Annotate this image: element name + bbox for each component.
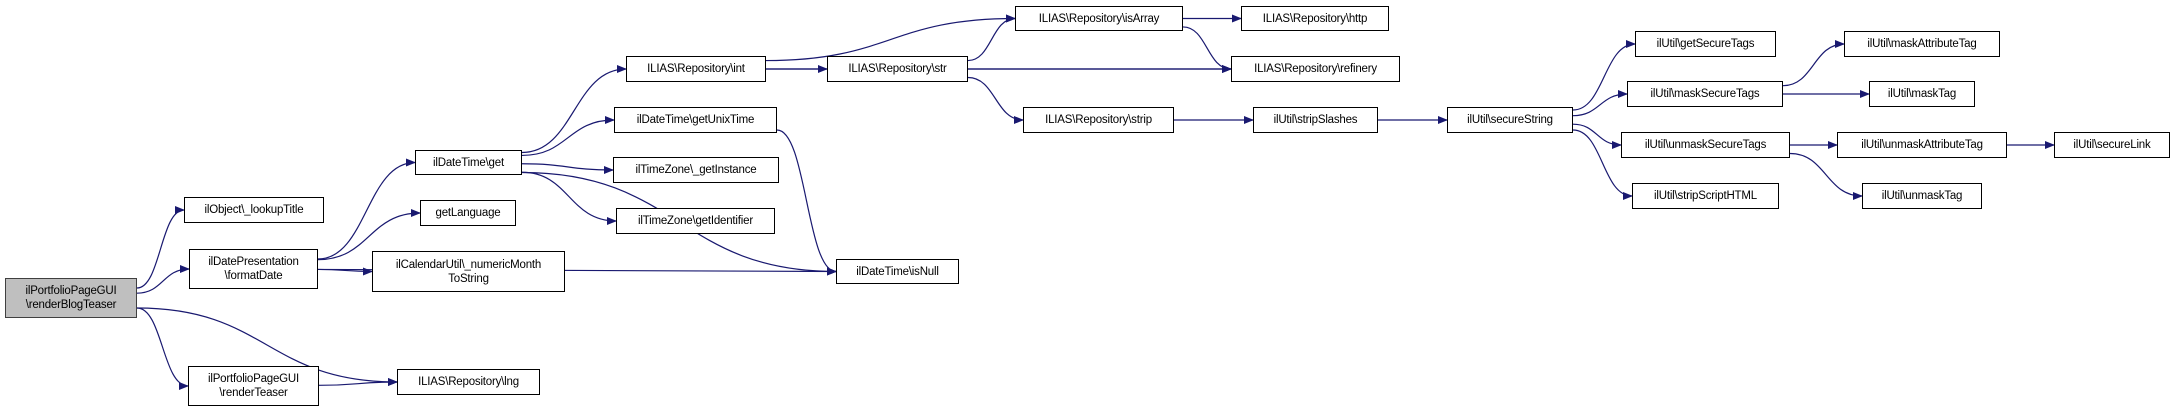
node-int[interactable]: ILIAS\Repository\int	[626, 56, 766, 82]
node-label: ILIAS\Repository\strip	[1045, 114, 1152, 126]
node-getUnixTime[interactable]: ilDateTime\getUnixTime	[614, 107, 777, 133]
node-label: ilUtil\secureLink	[2073, 139, 2151, 151]
node-unmaskTag[interactable]: ilUtil\unmaskTag	[1862, 183, 1982, 209]
node-unmaskAttributeTag[interactable]: ilUtil\unmaskAttributeTag	[1837, 132, 2007, 158]
node-label: ILIAS\Repository\str	[848, 63, 947, 75]
node-label: ToString	[448, 272, 489, 285]
node-label: ilCalendarUtil\_numericMonth	[395, 258, 542, 271]
node-getLanguage[interactable]: getLanguage	[420, 200, 516, 226]
edge-get-to-getInstance	[521, 163, 614, 174]
node-label: ilDateTime\get	[433, 156, 504, 169]
edge-renderBlogTeaser-to-renderTeaser	[136, 307, 189, 390]
edge-maskSecureTags-to-maskAttributeTag	[1782, 40, 1845, 87]
node-get[interactable]: ilDateTime\get	[415, 150, 522, 175]
edge-renderTeaser-to-lng	[318, 378, 398, 387]
node-label: ilObject\_lookupTitle	[204, 204, 304, 216]
node-refinery[interactable]: ILIAS\Repository\refinery	[1231, 56, 1400, 82]
node-isArray[interactable]: ILIAS\Repository\isArray	[1015, 6, 1183, 31]
edge-str-to-strip	[967, 76, 1024, 124]
node-maskSecureTags[interactable]: ilUtil\maskSecureTags	[1627, 81, 1783, 107]
node-label: ilPortfolioPageGUI	[208, 373, 299, 385]
node-stripSlashes[interactable]: ilUtil\stripSlashes	[1253, 107, 1378, 133]
node-label: \renderTeaser	[219, 387, 288, 399]
edge-get-to-getUnixTime	[521, 116, 615, 157]
node-renderBlogTeaser: ilPortfolioPageGUI \renderBlogTeaser	[5, 278, 137, 318]
edge-int-to-isArray	[765, 14, 1016, 62]
node-label: ILIAS\Repository\int	[647, 63, 745, 75]
edge-str-to-isArray	[967, 14, 1016, 62]
node-lookupTitle[interactable]: ilObject\_lookupTitle	[184, 197, 324, 223]
node-getInstance[interactable]: ilTimeZone\_getInstance	[613, 157, 779, 183]
node-label: ILIAS\Repository\isArray	[1038, 12, 1160, 25]
node-label: ilDateTime\isNull	[856, 265, 939, 278]
edge-renderBlogTeaser-to-lookupTitle	[136, 206, 185, 289]
edge-secureString-to-maskSecureTags	[1572, 90, 1628, 117]
node-label: ilUtil\unmaskTag	[1881, 190, 1963, 202]
node-label: ilUtil\maskSecureTags	[1650, 88, 1760, 100]
node-http[interactable]: ILIAS\Repository\http	[1241, 6, 1389, 31]
node-label: ilUtil\stripScriptHTML	[1654, 190, 1757, 202]
edge-renderBlogTeaser-to-formatDate	[136, 265, 190, 294]
node-label: ilUtil\stripSlashes	[1273, 114, 1358, 126]
edge-secureString-to-stripScriptHTML	[1572, 129, 1633, 200]
node-secureLink[interactable]: ilUtil\secureLink	[2054, 132, 2170, 158]
node-label: ILIAS\Repository\http	[1262, 12, 1368, 25]
node-lng[interactable]: ILIAS\Repository\lng	[397, 369, 540, 395]
node-secureString[interactable]: ilUtil\secureString	[1447, 107, 1573, 133]
node-label: \renderBlogTeaser	[25, 299, 117, 311]
edge-unmaskSecureTags-to-unmaskTag	[1789, 152, 1863, 200]
edge-get-to-getIdentifier	[521, 171, 617, 225]
edge-secureString-to-getSecureTags	[1572, 40, 1636, 111]
node-formatDate[interactable]: ilDatePresentation \formatDate	[189, 249, 318, 289]
node-unmaskSecureTags[interactable]: ilUtil\unmaskSecureTags	[1621, 132, 1790, 158]
node-str[interactable]: ILIAS\Repository\str	[827, 56, 968, 82]
node-getSecureTags[interactable]: ilUtil\getSecureTags	[1635, 31, 1776, 57]
node-label: ilUtil\getSecureTags	[1656, 38, 1755, 50]
edge-renderBlogTeaser-to-lng	[136, 307, 398, 386]
node-maskAttributeTag[interactable]: ilUtil\maskAttributeTag	[1844, 31, 2000, 57]
edge-secureString-to-unmaskSecureTags	[1572, 123, 1622, 149]
node-label: ilTimeZone\_getInstance	[635, 164, 757, 176]
node-maskTag[interactable]: ilUtil\maskTag	[1869, 81, 1975, 107]
edge-get-to-int	[521, 65, 627, 154]
node-label: getLanguage	[435, 207, 501, 219]
edge-isArray-to-refinery	[1182, 26, 1232, 73]
node-label: ilDatePresentation	[208, 256, 299, 268]
node-renderTeaser[interactable]: ilPortfolioPageGUI \renderTeaser	[188, 366, 319, 406]
node-label: ilUtil\secureString	[1467, 114, 1553, 126]
node-strip[interactable]: ILIAS\Repository\strip	[1023, 107, 1174, 133]
node-label: ilDateTime\getUnixTime	[636, 114, 755, 126]
edge-formatDate-to-get	[317, 158, 416, 260]
edge-getUnixTime-to-isNull	[776, 129, 837, 276]
node-label: ilUtil\maskAttributeTag	[1867, 38, 1977, 50]
node-label: \formatDate	[224, 270, 283, 282]
node-label: ILIAS\Repository\refinery	[1254, 63, 1377, 75]
node-label: ilUtil\unmaskAttributeTag	[1861, 139, 1983, 151]
node-label: ILIAS\Repository\lng	[418, 376, 519, 388]
node-label: ilTimeZone\getIdentifier	[638, 215, 753, 227]
node-label: ilUtil\unmaskSecureTags	[1644, 139, 1767, 151]
node-label: ilUtil\maskTag	[1887, 88, 1957, 100]
edge-formatDate-to-getLanguage	[317, 209, 421, 261]
node-stripScriptHTML[interactable]: ilUtil\stripScriptHTML	[1632, 183, 1779, 209]
node-label: ilPortfolioPageGUI	[25, 285, 117, 297]
node-getIdentifier[interactable]: ilTimeZone\getIdentifier	[616, 208, 775, 234]
node-isNull[interactable]: ilDateTime\isNull	[836, 259, 959, 284]
